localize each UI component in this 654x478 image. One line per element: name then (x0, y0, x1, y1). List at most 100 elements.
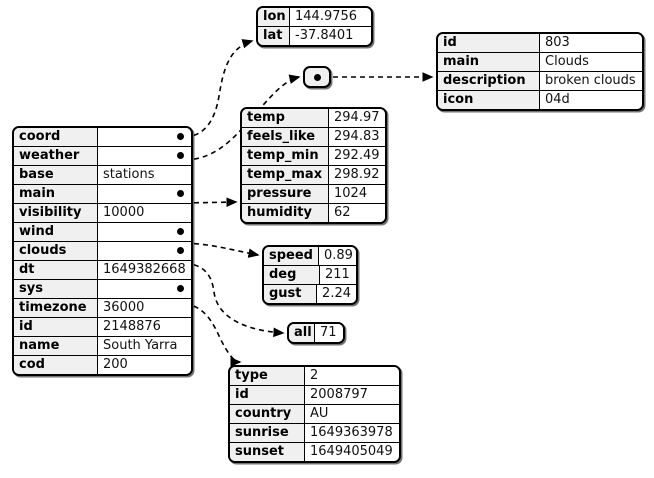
row-value: 144.9756 (290, 8, 371, 26)
reference-dot-icon (177, 285, 184, 292)
row-key: wind (14, 223, 98, 241)
row-value: 36000 (98, 299, 191, 317)
row-key: sys (14, 280, 98, 298)
table-row: clouds (14, 242, 191, 261)
row-value: 211 (320, 266, 356, 284)
table-row: weather (14, 147, 191, 166)
row-value: 62 (329, 204, 385, 222)
row-value: 71 (315, 324, 343, 342)
row-value: 1649405049 (305, 443, 399, 461)
row-value: 04d (540, 91, 642, 109)
reference-dot-icon (177, 152, 184, 159)
row-value: 10000 (98, 204, 191, 222)
row-key: timezone (14, 299, 98, 317)
row-value: South Yarra (98, 337, 191, 355)
row-key: main (14, 185, 98, 203)
table-row: wind (14, 223, 191, 242)
row-key: deg (264, 266, 320, 284)
row-value: 0.89 (318, 247, 356, 265)
row-reference-value (98, 128, 191, 146)
row-reference-value (98, 147, 191, 165)
row-key: all (289, 324, 315, 342)
row-value: AU (305, 405, 399, 423)
edge-sys (184, 303, 242, 367)
row-value: 2008797 (305, 386, 399, 404)
row-reference-value (98, 223, 191, 241)
row-value: 1649382668 (98, 261, 191, 279)
reference-dot-icon (177, 133, 184, 140)
row-reference-value (98, 242, 191, 260)
row-key: lon (258, 8, 290, 26)
row-key: temp_max (242, 166, 329, 184)
row-key: type (230, 367, 305, 385)
row-reference-value (98, 185, 191, 203)
row-value: 1649363978 (305, 424, 399, 442)
row-value: stations (98, 166, 191, 184)
row-value: 2.24 (317, 285, 356, 303)
row-key: coord (14, 128, 98, 146)
reference-dot-icon (177, 190, 184, 197)
row-key: weather (14, 147, 98, 165)
row-key: gust (264, 285, 318, 303)
row-key: base (14, 166, 98, 184)
table-row: lat-37.8401 (258, 27, 371, 45)
row-key: dt (14, 261, 98, 279)
row-reference-value (98, 280, 191, 298)
row-key: icon (438, 91, 540, 109)
row-key: id (14, 318, 98, 336)
array-dot-icon (313, 73, 321, 81)
row-key: sunrise (230, 424, 305, 442)
row-value: 292.49 (329, 147, 385, 165)
row-value: 200 (98, 356, 191, 374)
row-key: visibility (14, 204, 98, 222)
row-key: id (438, 34, 540, 52)
weather-array-node[interactable] (303, 66, 331, 88)
row-key: humidity (242, 204, 329, 222)
row-value: 803 (540, 34, 642, 52)
row-value: Clouds (540, 53, 642, 71)
row-value: -37.8401 (290, 27, 371, 45)
row-key: speed (264, 247, 319, 265)
table-row: main (14, 185, 191, 204)
row-key: country (230, 405, 305, 423)
row-key: cod (14, 356, 98, 374)
row-key: pressure (242, 185, 329, 203)
table-row: coord (14, 128, 191, 147)
row-value: broken clouds (540, 72, 642, 90)
row-key: feels_like (242, 128, 329, 146)
edge-wind (184, 242, 260, 258)
row-key: name (14, 337, 98, 355)
row-key: clouds (14, 242, 98, 260)
